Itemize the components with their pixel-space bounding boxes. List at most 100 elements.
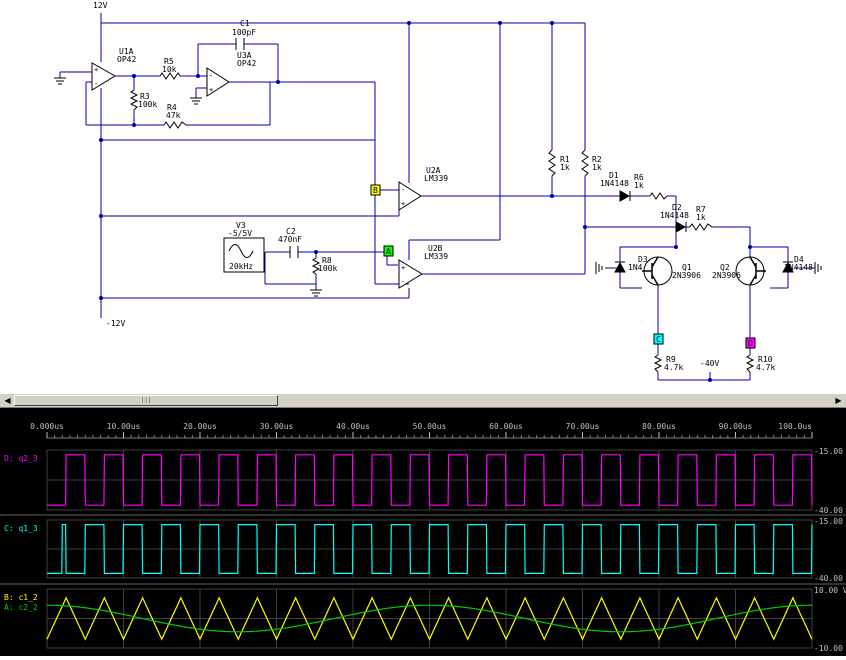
time-ruler[interactable] [0, 420, 846, 440]
svg-text:R10: R10 [758, 355, 773, 364]
svg-text:-: - [401, 186, 405, 194]
trace-a [47, 604, 812, 633]
svg-text:20kHz: 20kHz [229, 262, 253, 271]
time-tick-label: 30.00us [260, 422, 294, 431]
svg-text:+: + [94, 66, 98, 74]
rail-neg40v-label: -40V [700, 359, 719, 368]
svg-text:100k: 100k [318, 264, 337, 273]
svg-text:1k: 1k [634, 181, 644, 190]
d3-symbol [614, 261, 626, 273]
time-tick-label: 100.0us [778, 422, 812, 431]
probe-a-marker [383, 245, 394, 257]
scroll-left-arrow-icon[interactable]: ◀ [4, 396, 11, 405]
probe-d-label: D [748, 339, 753, 348]
rail-12v-label: 12V [93, 1, 108, 10]
svg-text:1N4148: 1N4148 [784, 263, 813, 272]
trace-label[interactable]: B: c1_2 [4, 593, 38, 602]
time-tick-label: 10.00us [107, 422, 141, 431]
probe-c-label: C [656, 335, 661, 344]
schematic-canvas[interactable]: +- -+ -+ +- [0, 0, 846, 393]
wires [59, 13, 815, 381]
r9-symbol [653, 354, 663, 373]
scope-panel-2[interactable]: C: q1_3 -15.00 V -40.00 V [0, 514, 846, 583]
svg-text:470nF: 470nF [278, 235, 302, 244]
trace-label[interactable]: C: q1_3 [4, 524, 38, 533]
time-tick-label: 0.000us [30, 422, 64, 431]
svg-text:1k: 1k [696, 213, 706, 222]
svg-text:1k: 1k [592, 163, 602, 172]
svg-text:U2A: U2A [426, 166, 441, 175]
ground-symbols [54, 77, 822, 297]
svg-text:10k: 10k [162, 65, 177, 74]
svg-text:100k: 100k [138, 100, 157, 109]
r4-symbol [163, 121, 187, 129]
trace-d [47, 454, 813, 506]
scope-panel-3[interactable]: B: c1_2A: c2_210.00 V-10.00 V [0, 583, 846, 653]
r7-symbol [689, 223, 713, 231]
transistor-symbols [643, 256, 765, 286]
panel-vmax-label: -15.00 V [814, 517, 846, 526]
svg-text:-: - [209, 72, 213, 80]
sine-source-icon [228, 244, 254, 258]
svg-text:R4: R4 [167, 103, 177, 112]
svg-text:-5/5V: -5/5V [228, 229, 252, 238]
rail-neg12v-label: -12V [106, 319, 125, 328]
scrollbar-thumb[interactable]: ||| [14, 395, 278, 406]
svg-text:R9: R9 [666, 355, 676, 364]
resistor-symbols [129, 38, 755, 373]
svg-text:U1A: U1A [119, 47, 134, 56]
time-tick-label: 60.00us [489, 422, 523, 431]
u1a-symbol [91, 62, 116, 91]
svg-text:Q2: Q2 [720, 263, 730, 272]
svg-text:+: + [401, 264, 405, 272]
svg-text:U3A: U3A [237, 51, 252, 60]
trace-c [47, 523, 813, 574]
svg-text:1N4148: 1N4148 [600, 179, 629, 188]
svg-text:D4: D4 [794, 255, 804, 264]
svg-text:4.7k: 4.7k [756, 363, 775, 372]
r10-symbol [745, 354, 755, 373]
svg-text:LM339: LM339 [424, 174, 448, 183]
svg-text:C2: C2 [286, 227, 296, 236]
probe-a-label: A [386, 247, 391, 256]
panel-vmin-label: -10.00 V [814, 644, 846, 653]
schematic-drawing[interactable]: +- -+ -+ +- [0, 0, 846, 393]
probe-c-marker [653, 333, 664, 345]
panel-vmin-label: -40.00 V [814, 506, 846, 515]
trace-label[interactable]: D: q2_3 [4, 454, 38, 463]
scroll-right-arrow-icon[interactable]: ▶ [835, 396, 842, 405]
opamp-pins: +- -+ -+ +- [94, 66, 405, 286]
v3-source-box [223, 237, 265, 273]
time-tick-label: 70.00us [566, 422, 600, 431]
svg-text:2N3906: 2N3906 [672, 271, 701, 280]
r8-symbol [311, 257, 321, 275]
svg-text:R5: R5 [164, 57, 174, 66]
trace-label[interactable]: A: c2_2 [4, 603, 38, 612]
svg-text:C1: C1 [240, 19, 250, 28]
svg-text:-: - [401, 278, 405, 286]
svg-text:OP42: OP42 [237, 59, 256, 68]
trace-b [46, 596, 813, 641]
time-tick-label: 80.00us [642, 422, 676, 431]
svg-text:-: - [94, 80, 98, 88]
probe-b-label: B [373, 186, 378, 195]
r3-symbol [129, 89, 139, 111]
svg-text:R2: R2 [592, 155, 602, 164]
svg-text:OP42: OP42 [117, 55, 136, 64]
probe-markers[interactable]: B A C D [370, 184, 756, 349]
d4-symbol [782, 261, 794, 273]
schematic-horizontal-scrollbar[interactable]: ◀ ||| ▶ [0, 393, 846, 408]
svg-text:R1: R1 [560, 155, 570, 164]
svg-text:R3: R3 [140, 92, 150, 101]
time-tick-label: 20.00us [183, 422, 217, 431]
svg-text:1N4148: 1N4148 [660, 211, 689, 220]
svg-text:47k: 47k [166, 111, 181, 120]
u2b-symbol [398, 259, 423, 289]
scope-panel-1[interactable]: D: q2_3-15.00 V-40.00 V [4, 447, 846, 515]
svg-text:+: + [209, 86, 213, 94]
svg-text:U2B: U2B [428, 244, 443, 253]
time-tick-label: 50.00us [413, 422, 447, 431]
panel-vmin-label: -40.00 V [814, 574, 846, 583]
